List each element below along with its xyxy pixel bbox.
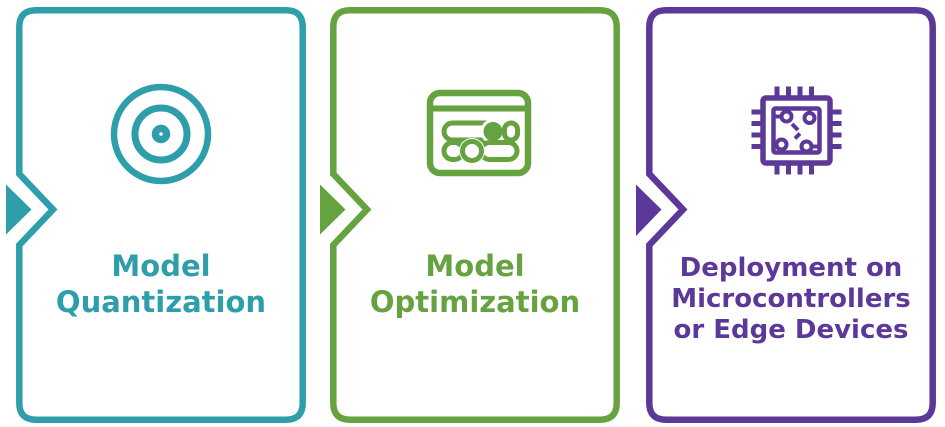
card-outline — [6, 7, 306, 423]
step-label-model-optimization: Model Optimization — [369, 249, 581, 319]
step-card-model-quantization: Model Quantization — [6, 7, 306, 423]
flow-arrow-icon — [6, 184, 32, 235]
sliders-panel-icon — [426, 89, 532, 177]
step-card-model-optimization: Model Optimization — [320, 7, 620, 423]
card-outline — [636, 7, 936, 423]
microchip-icon — [751, 86, 842, 175]
step-label-model-quantization: Model Quantization — [55, 249, 267, 319]
step-label-deployment: Deployment on Microcontrollers or Edge D… — [671, 253, 911, 346]
step-card-deployment: Deployment on Microcontrollers or Edge D… — [636, 7, 936, 423]
card-outline — [320, 7, 620, 423]
flow-arrow-icon — [320, 184, 346, 235]
flow-arrow-icon — [636, 184, 662, 236]
target-icon — [110, 83, 212, 185]
